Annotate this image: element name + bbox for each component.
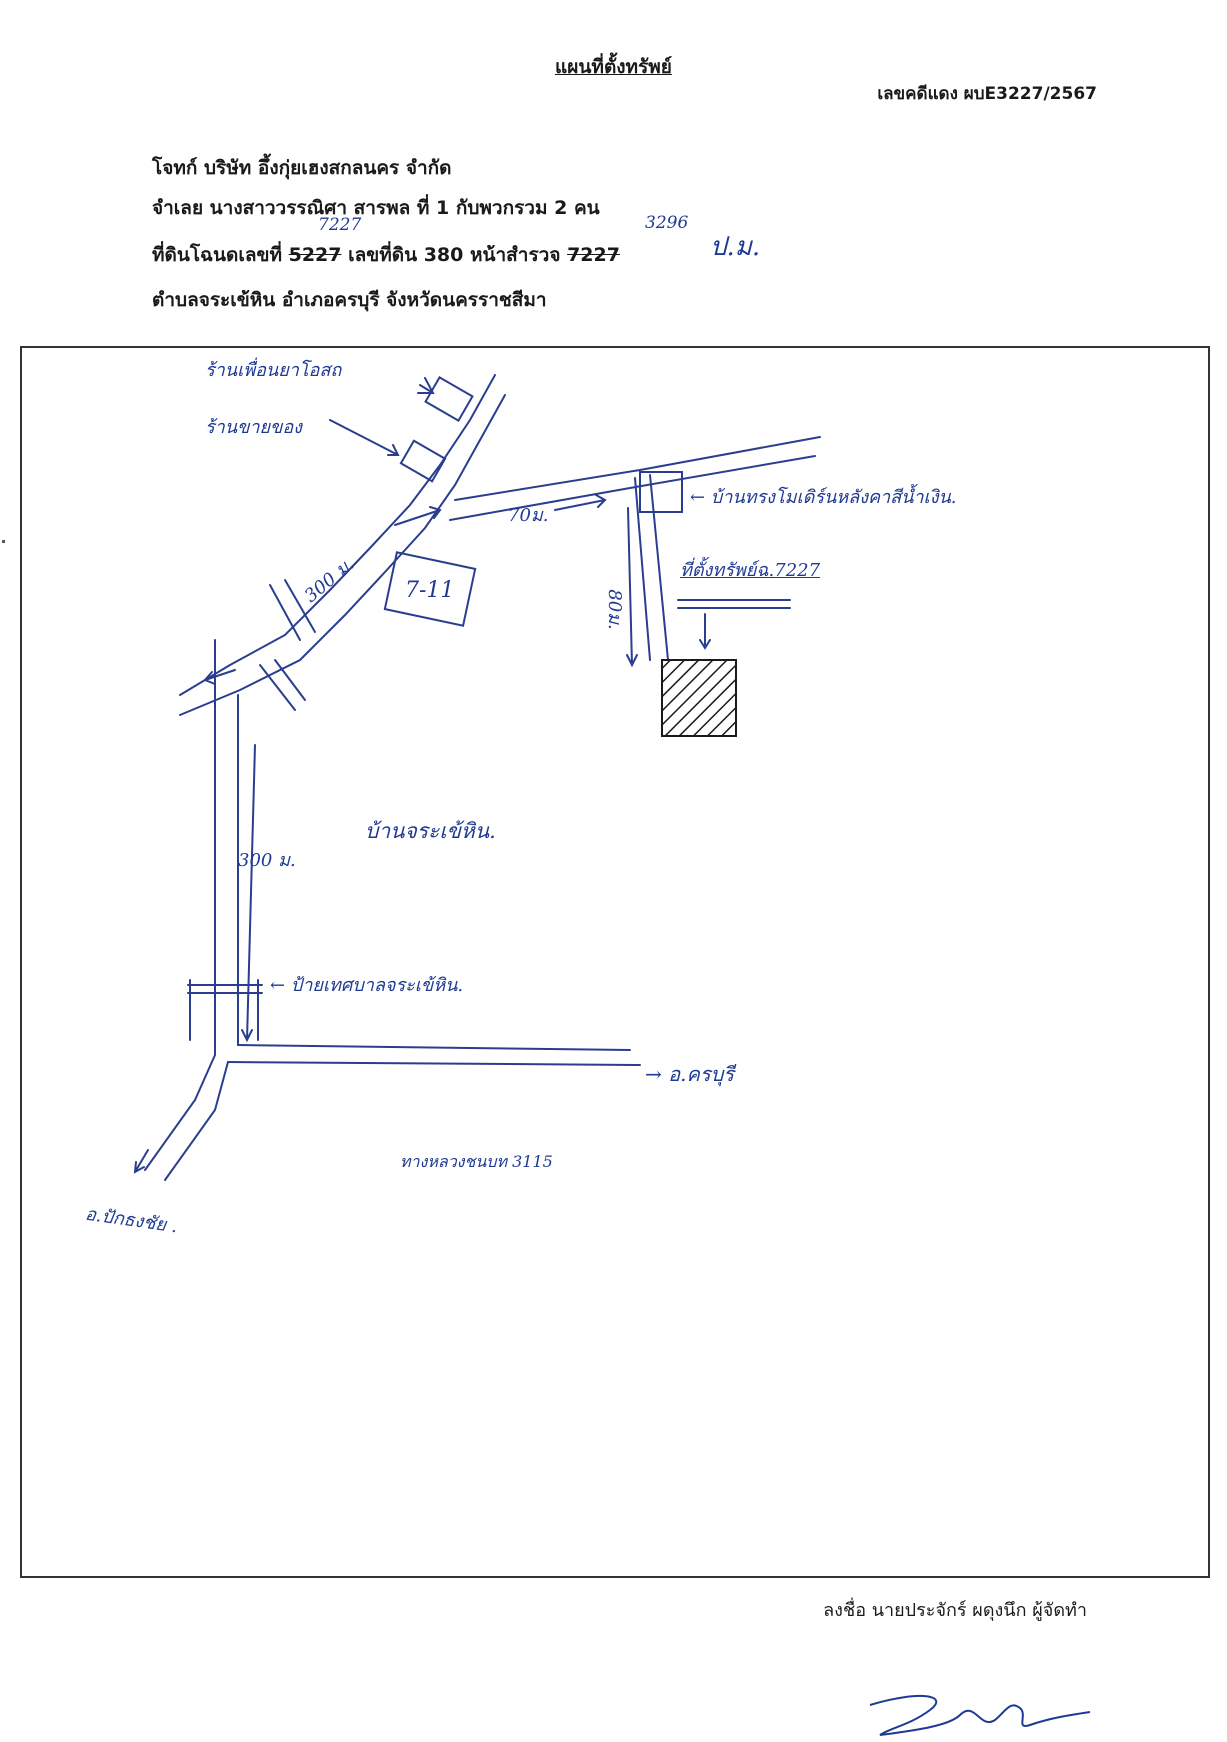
lane-left-edge — [634, 477, 651, 661]
margin-mark — [2, 540, 5, 543]
property-label: ที่ตั้งทรัพย์ฉ.7227 — [680, 560, 821, 581]
distance-70m: 70ม. — [508, 505, 549, 526]
defendant-line: จำเลย นางสาววรรณิศา สารพล ที่ 1 กับพวกรว… — [152, 197, 600, 219]
signature — [869, 1695, 1091, 1736]
bottom-road-bottom-edge — [227, 1061, 641, 1066]
house-label: ← บ้านทรงโมเดิร์นหลังคาสีน้ำเงิน. — [690, 487, 957, 508]
sign-board — [187, 979, 263, 1041]
main-road-right-edge — [179, 394, 506, 716]
store-box — [383, 551, 477, 627]
signer-line: ลงชื่อ นายประจักร์ ผดุงนึก ผู้จัดทำ — [823, 1600, 1087, 1621]
distance-300m-vertical: 300 ม. — [238, 850, 296, 871]
side-road-bottom-edge — [449, 455, 816, 521]
sign-label: ← ป้ายเทศบาลจระเข้หิน. — [270, 975, 464, 996]
deed-prefix: ที่ดินโฉนดเลขที่ — [152, 244, 282, 266]
page-title: แผนที่ตั้งทรัพย์ — [555, 56, 672, 78]
map-frame — [20, 346, 1210, 1578]
deed-old-number: 5227 — [288, 244, 342, 266]
to-khonburi-label: → อ.ครบุรี — [645, 1062, 735, 1086]
deed-line: ที่ดินโฉนดเลขที่ 5227 เลขที่ดิน 380 หน้า… — [152, 240, 620, 270]
land-number-label: เลขที่ดิน 380 หน้าสำรวจ — [348, 244, 561, 266]
survey-old-number: 7227 — [567, 244, 620, 266]
deed-new-number: 7227 — [318, 215, 362, 235]
shop-2-label: ร้านขายของ — [205, 417, 302, 438]
branch-road-left-edge — [144, 1054, 216, 1171]
shop-1-box — [424, 376, 474, 422]
correction-initials: ป.ม. — [710, 232, 761, 262]
property-parcel — [661, 659, 737, 737]
house-box — [639, 471, 683, 513]
main-road-left-edge — [179, 374, 496, 696]
store-label: 7-11 — [405, 578, 455, 603]
village-label: บ้านจระเข้หิน. — [365, 819, 496, 843]
plaintiff-line: โจทก์ บริษัท อึ้งกุ่ยเฮงสกลนคร จำกัด — [152, 157, 452, 179]
shop-1-label: ร้านเพื่อนยาโอสถ — [205, 360, 342, 381]
highway-label: ทางหลวงชนบท 3115 — [400, 1152, 553, 1171]
lane-right-edge — [649, 474, 669, 661]
shop-2-box — [399, 439, 447, 483]
location-line: ตำบลจระเข้หิน อำเภอครบุรี จังหวัดนครราชส… — [152, 289, 547, 311]
distance-80m: 80ม. — [603, 589, 625, 630]
case-number: เลขคดีแดง ผบE3227/2567 — [877, 84, 1097, 104]
bottom-road-top-edge — [237, 1044, 631, 1051]
branch-road-right-edge — [164, 1061, 229, 1181]
survey-new-number: 3296 — [645, 213, 689, 233]
side-road-top-edge — [454, 436, 821, 501]
